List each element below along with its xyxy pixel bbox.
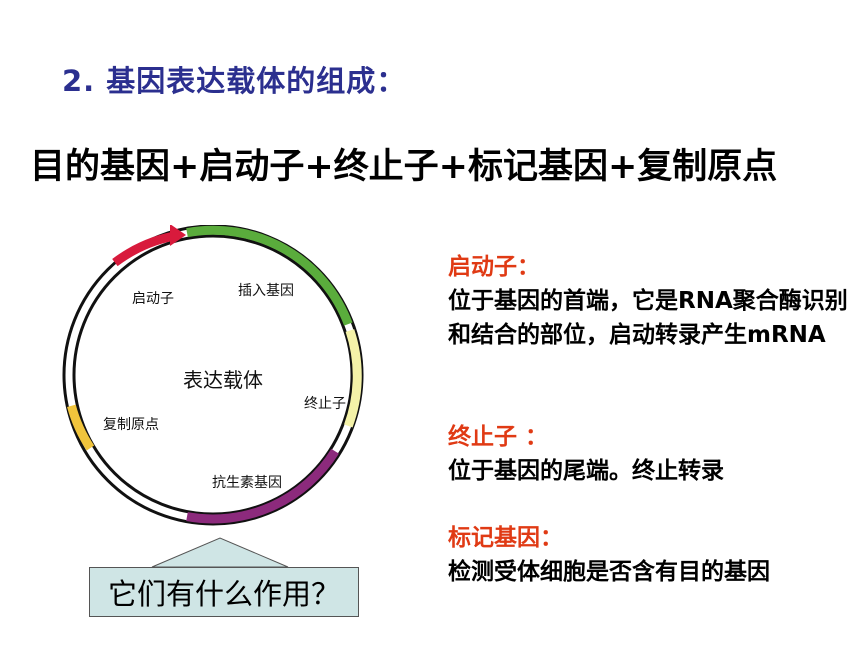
- terminator-description: 终止子 ： 位于基因的尾端。终止转录: [448, 420, 848, 488]
- slide-title: 2. 基因表达载体的组成：: [62, 64, 407, 98]
- insert-gene-segment: [186, 225, 353, 326]
- callout-pointer: [151, 537, 289, 568]
- vector-composition-formula: 目的基因+启动子+终止子+标记基因+复制原点: [30, 147, 778, 187]
- promoter-label: 启动子: [132, 291, 174, 307]
- promoter-text: 位于基因的首端，它是RNA聚合酶识别和结合的部位，启动转录产生mRNA: [448, 288, 848, 348]
- replication-origin-segment: [67, 404, 95, 451]
- marker-gene-text: 检测受体细胞是否含有目的基因: [448, 559, 770, 585]
- insert-gene-label: 插入基因: [238, 282, 294, 299]
- marker-gene-heading: 标记基因：: [448, 525, 563, 551]
- promoter-segment: [112, 230, 180, 267]
- antibiotic-gene-label: 抗生素基因: [212, 474, 282, 491]
- terminator-text: 位于基因的尾端。终止转录: [448, 458, 724, 484]
- expression-vector-diagram: 启动子 插入基因 表达载体 终止子 复制原点 抗生素基因: [62, 225, 364, 526]
- plasmid-ring-inner: [72, 234, 354, 516]
- terminator-label: 终止子: [304, 396, 346, 412]
- antibiotic-gene-segment: [186, 448, 339, 524]
- terminator-segment: [344, 329, 362, 428]
- marker-gene-description: 标记基因： 检测受体细胞是否含有目的基因: [448, 521, 848, 589]
- promoter-description: 启动子： 位于基因的首端，它是RNA聚合酶识别和结合的部位，启动转录产生mRNA: [448, 250, 848, 352]
- question-callout: 它们有什么作用？: [89, 567, 359, 617]
- vector-center-label: 表达载体: [183, 368, 263, 392]
- promoter-heading: 启动子：: [448, 254, 540, 280]
- replication-origin-label: 复制原点: [103, 416, 159, 433]
- terminator-heading: 终止子 ：: [448, 424, 549, 450]
- promoter-arrowhead: [170, 225, 186, 246]
